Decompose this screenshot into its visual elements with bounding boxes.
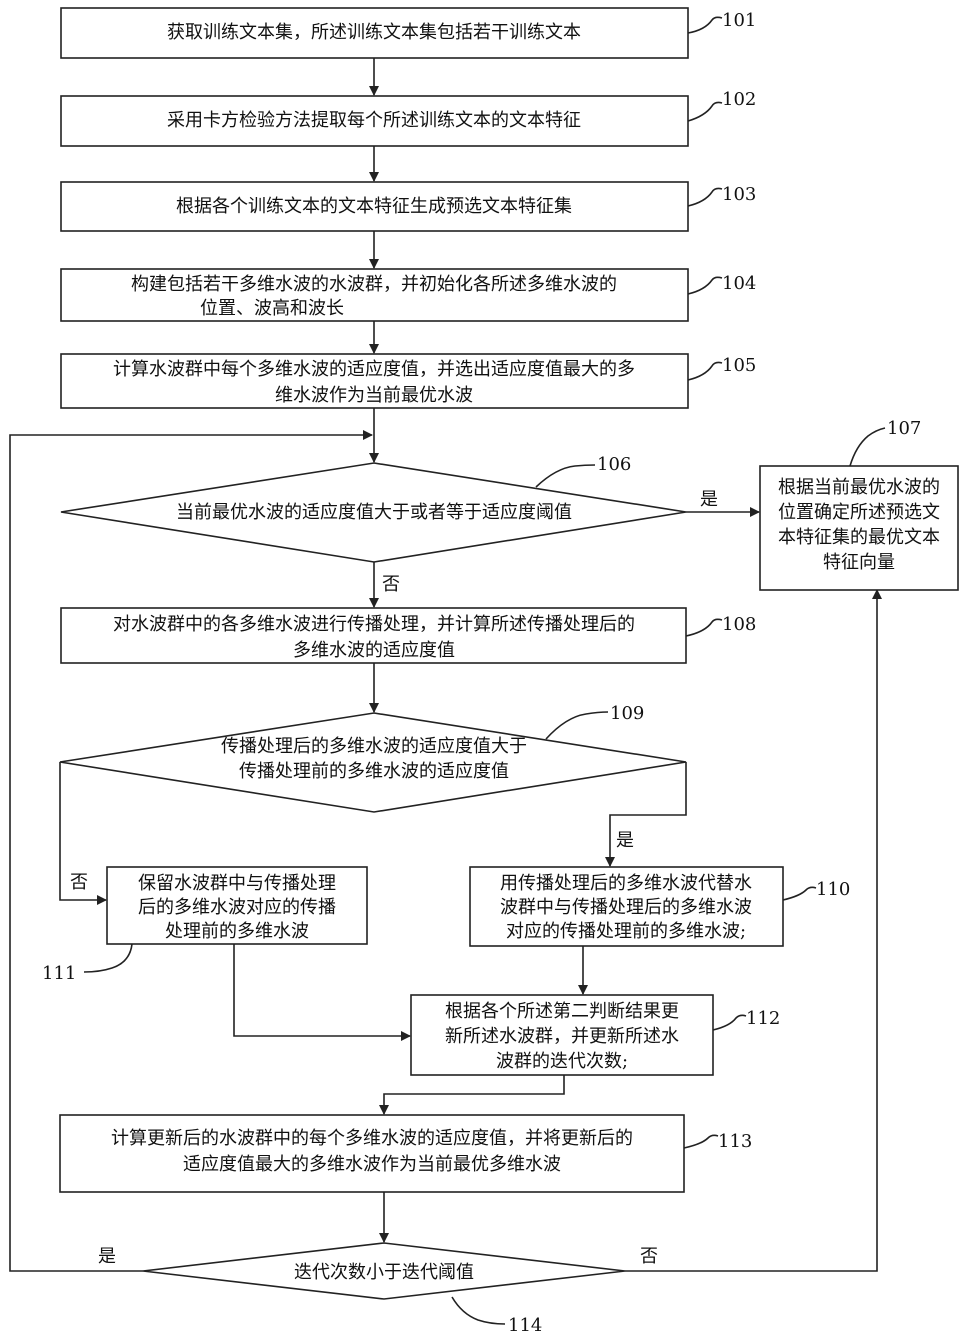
decision-106: 当前最优水波的适应度值大于或者等于适应度阈值 106 — [61, 454, 686, 562]
step-text-109-line2: 传播处理前的多维水波的适应度值 — [239, 761, 509, 782]
decision-114: 迭代次数小于迭代阈值 114 — [143, 1243, 625, 1336]
branch-109-yes: 是 — [616, 830, 634, 851]
leader-108 — [686, 619, 722, 636]
leader-111 — [84, 944, 132, 972]
connectors — [10, 58, 877, 1271]
step-id-101: 101 — [722, 10, 756, 31]
step-text-111-line3: 处理前的多维水波 — [165, 921, 309, 942]
step-101: 获取训练文本集，所述训练文本集包括若干训练文本 101 — [61, 8, 756, 58]
step-text-105-line2: 维水波作为当前最优水波 — [275, 385, 473, 406]
step-110: 用传播处理后的多维水波代替水 波群中与传播处理后的多维水波 对应的传播处理前的多… — [470, 867, 850, 946]
step-text-101-line1: 获取训练文本集，所述训练文本集包括若干训练文本 — [167, 22, 581, 43]
step-text-110-line3: 对应的传播处理前的多维水波; — [506, 921, 746, 942]
leader-104 — [688, 277, 722, 294]
arrow-111-112 — [234, 944, 410, 1036]
step-id-107: 107 — [887, 418, 921, 439]
step-text-102-line1: 采用卡方检验方法提取每个所述训练文本的文本特征 — [167, 110, 581, 131]
step-text-105-line1: 计算水波群中每个多维水波的适应度值，并选出适应度值最大的多 — [113, 359, 635, 380]
leader-107 — [850, 428, 885, 466]
step-id-109: 109 — [610, 703, 644, 724]
step-text-111-line1: 保留水波群中与传播处理 — [138, 873, 336, 894]
leader-101 — [688, 17, 722, 33]
step-text-107-line1: 根据当前最优水波的 — [778, 477, 940, 498]
leader-105 — [688, 362, 722, 380]
step-text-104-line1: 构建包括若干多维水波的水波群，并初始化各所述多维水波的 — [131, 274, 617, 295]
step-text-107-line4: 特征向量 — [823, 552, 895, 573]
step-113: 计算更新后的水波群中的每个多维水波的适应度值，并将更新后的 适应度值最大的多维水… — [60, 1115, 752, 1192]
step-text-110-line2: 波群中与传播处理后的多维水波 — [500, 897, 752, 918]
step-text-112-line3: 波群的迭代次数; — [496, 1051, 628, 1072]
step-text-106-line1: 当前最优水波的适应度值大于或者等于适应度阈值 — [176, 502, 572, 523]
leader-103 — [688, 188, 722, 206]
step-id-113: 113 — [718, 1131, 752, 1152]
step-id-108: 108 — [722, 614, 756, 635]
step-text-108-line2: 多维水波的适应度值 — [293, 640, 455, 661]
step-text-114-line1: 迭代次数小于迭代阈值 — [294, 1262, 474, 1283]
step-id-114: 114 — [508, 1315, 542, 1336]
step-105: 计算水波群中每个多维水波的适应度值，并选出适应度值最大的多 维水波作为当前最优水… — [61, 354, 756, 408]
step-id-106: 106 — [597, 454, 631, 475]
step-id-112: 112 — [746, 1008, 780, 1029]
step-107: 根据当前最优水波的 位置确定所述预选文 本特征集的最优文本 特征向量 107 — [760, 418, 958, 590]
step-id-110: 110 — [816, 879, 850, 900]
branch-114-yes: 是 — [98, 1246, 116, 1267]
leader-114 — [452, 1297, 505, 1324]
step-id-104: 104 — [722, 273, 756, 294]
step-id-102: 102 — [722, 89, 756, 110]
step-text-111-line2: 后的多维水波对应的传播 — [138, 897, 336, 918]
step-text-113-line1: 计算更新后的水波群中的每个多维水波的适应度值，并将更新后的 — [111, 1128, 633, 1149]
step-text-109-line1: 传播处理后的多维水波的适应度值大于 — [221, 736, 527, 757]
decision-109: 传播处理后的多维水波的适应度值大于 传播处理前的多维水波的适应度值 109 — [60, 703, 686, 812]
leader-113 — [684, 1135, 718, 1148]
step-id-111: 111 — [42, 963, 76, 984]
step-id-105: 105 — [722, 355, 756, 376]
step-id-103: 103 — [722, 184, 756, 205]
step-104: 构建包括若干多维水波的水波群，并初始化各所述多维水波的 位置、波高和波长 104 — [61, 269, 756, 321]
step-112: 根据各个所述第二判断结果更 新所述水波群，并更新所述水 波群的迭代次数; 112 — [411, 995, 780, 1075]
branch-109-no: 否 — [70, 872, 88, 893]
leader-106 — [536, 465, 595, 487]
branch-114-no: 否 — [640, 1246, 658, 1267]
step-103: 根据各个训练文本的文本特征生成预选文本特征集 103 — [61, 182, 756, 231]
step-text-108-line1: 对水波群中的各多维水波进行传播处理，并计算所述传播处理后的 — [113, 614, 635, 635]
step-102: 采用卡方检验方法提取每个所述训练文本的文本特征 102 — [61, 89, 756, 146]
step-text-103-line1: 根据各个训练文本的文本特征生成预选文本特征集 — [176, 196, 572, 217]
step-111: 保留水波群中与传播处理 后的多维水波对应的传播 处理前的多维水波 111 — [42, 867, 367, 984]
leader-109 — [546, 712, 608, 739]
step-text-112-line2: 新所述水波群，并更新所述水 — [445, 1026, 679, 1047]
step-text-107-line3: 本特征集的最优文本 — [778, 527, 940, 548]
arrow-112-113 — [384, 1075, 564, 1114]
branch-106-yes: 是 — [700, 489, 718, 510]
step-text-107-line2: 位置确定所述预选文 — [778, 502, 940, 523]
step-text-110-line1: 用传播处理后的多维水波代替水 — [500, 873, 752, 894]
leader-112 — [713, 1015, 746, 1030]
step-text-112-line1: 根据各个所述第二判断结果更 — [445, 1001, 679, 1022]
leader-102 — [688, 102, 722, 121]
branch-106-no: 否 — [382, 574, 400, 595]
leader-110 — [783, 887, 816, 900]
step-text-113-line2: 适应度值最大的多维水波作为当前最优多维水波 — [183, 1154, 561, 1175]
step-text-104-line2: 位置、波高和波长 — [200, 298, 344, 319]
step-108: 对水波群中的各多维水波进行传播处理，并计算所述传播处理后的 多维水波的适应度值 … — [61, 608, 756, 663]
